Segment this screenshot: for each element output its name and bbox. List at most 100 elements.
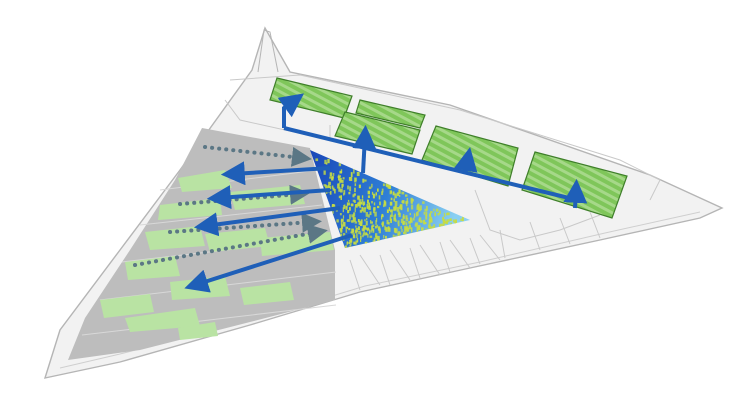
vegetation-speck <box>405 227 408 230</box>
vegetation-speck <box>354 207 356 213</box>
vegetation-speck <box>364 179 367 182</box>
vegetation-speck <box>421 227 424 232</box>
vegetation-speck <box>358 184 361 189</box>
vegetation-speck <box>356 233 358 238</box>
vegetation-speck <box>371 225 373 231</box>
vegetation-speck <box>369 235 373 238</box>
vegetation-speck <box>417 211 419 216</box>
vegetation-speck <box>355 227 358 233</box>
vegetation-speck <box>407 227 410 232</box>
vegetation-speck <box>375 192 377 196</box>
vegetation-speck <box>349 240 351 243</box>
vegetation-speck <box>423 211 426 215</box>
green-roof-2 <box>355 99 426 129</box>
dotted-arrows <box>133 145 328 267</box>
vegetation-speck <box>425 205 428 211</box>
vegetation-speck <box>340 177 342 183</box>
vegetation-speck <box>416 212 418 217</box>
dotted-arrow-2 <box>178 184 310 206</box>
vegetation-speck <box>377 205 380 209</box>
vegetation-speck <box>403 221 405 226</box>
vegetation-speck <box>365 232 368 236</box>
vegetation-speck <box>386 209 389 213</box>
vegetation-speck <box>381 222 383 226</box>
vegetation-speck <box>388 227 391 230</box>
vegetation-speck <box>351 220 354 223</box>
vegetation-speck <box>433 224 436 229</box>
vegetation-speck <box>394 205 397 211</box>
vegetation-speck <box>357 202 359 207</box>
vegetation-speck <box>390 209 393 213</box>
vegetation-speck <box>412 199 414 202</box>
vegetation-speck <box>350 238 353 243</box>
vegetation-speck <box>345 226 348 229</box>
vegetation-speck <box>339 228 341 231</box>
vegetation-speck <box>423 219 426 225</box>
vegetation-speck <box>370 221 373 224</box>
vegetation-speck <box>446 212 448 216</box>
vegetation-speck <box>355 204 358 208</box>
flow-arrow-left-3 <box>193 206 341 237</box>
vegetation-speck <box>367 195 370 198</box>
vegetation-speck <box>395 228 398 234</box>
vegetation-speck <box>363 225 367 229</box>
vegetation-speck <box>417 204 419 207</box>
vegetation-speck <box>342 233 346 237</box>
vegetation-speck <box>363 228 365 233</box>
vegetation-speck <box>348 177 351 181</box>
vegetation-speck <box>397 224 400 227</box>
vegetation-speck <box>370 220 372 224</box>
vegetation-speck <box>405 200 407 205</box>
vegetation-speck <box>416 205 419 210</box>
vegetation-speck <box>368 202 370 208</box>
vegetation-speck <box>405 222 408 226</box>
vegetation-speck <box>341 179 344 183</box>
flow-arrow-left-1 <box>220 161 331 186</box>
vegetation-speck <box>385 227 388 232</box>
vegetation-speck <box>342 221 346 227</box>
vegetation-speck <box>339 170 342 174</box>
vegetation-speck <box>347 219 351 222</box>
flow-arrow-left-4 <box>184 233 353 293</box>
vegetation-speck <box>396 192 400 196</box>
vegetation-speck <box>368 186 372 190</box>
vegetation-speck <box>344 204 346 209</box>
vegetation-speck <box>325 191 328 194</box>
vegetation-speck <box>417 226 420 231</box>
vegetation-speck <box>375 220 377 225</box>
vegetation-speck <box>447 212 450 216</box>
vegetation-speck <box>357 195 360 200</box>
vegetation-speck <box>383 235 385 239</box>
vegetation-speck <box>359 209 363 213</box>
vegetation-speck <box>397 232 400 236</box>
vegetation-speck <box>365 220 368 226</box>
vegetation-speck <box>345 205 348 209</box>
flow-arrow-up-roof-1 <box>277 93 305 128</box>
vegetation-speck <box>362 234 364 238</box>
vegetation-speck <box>409 212 411 216</box>
vegetation-speck <box>391 212 393 217</box>
vegetation-speck <box>398 205 401 209</box>
vegetation-speck <box>443 220 445 225</box>
vegetation-speck <box>428 224 431 228</box>
vegetation-speck <box>338 175 340 181</box>
vegetation-speck <box>419 217 422 222</box>
vegetation-speck <box>336 219 339 223</box>
vegetation-speck <box>342 177 345 180</box>
vegetation-speck <box>360 235 362 240</box>
vegetation-speck <box>397 220 400 225</box>
vegetation-speck <box>362 178 365 183</box>
vegetation-speck <box>411 227 413 232</box>
vegetation-speck <box>405 194 408 197</box>
vegetation-speck <box>354 183 357 187</box>
vegetation-speck <box>372 228 374 232</box>
vegetation-speck <box>366 227 370 231</box>
vegetation-speck <box>424 222 427 225</box>
vegetation-speck <box>449 218 452 221</box>
vegetation-speck <box>354 242 357 245</box>
vegetation-speck <box>428 214 432 217</box>
vegetation-speck <box>413 217 415 221</box>
vegetation-speck <box>403 231 405 235</box>
vegetation-speck <box>349 207 351 211</box>
vegetation-speck <box>394 235 397 238</box>
